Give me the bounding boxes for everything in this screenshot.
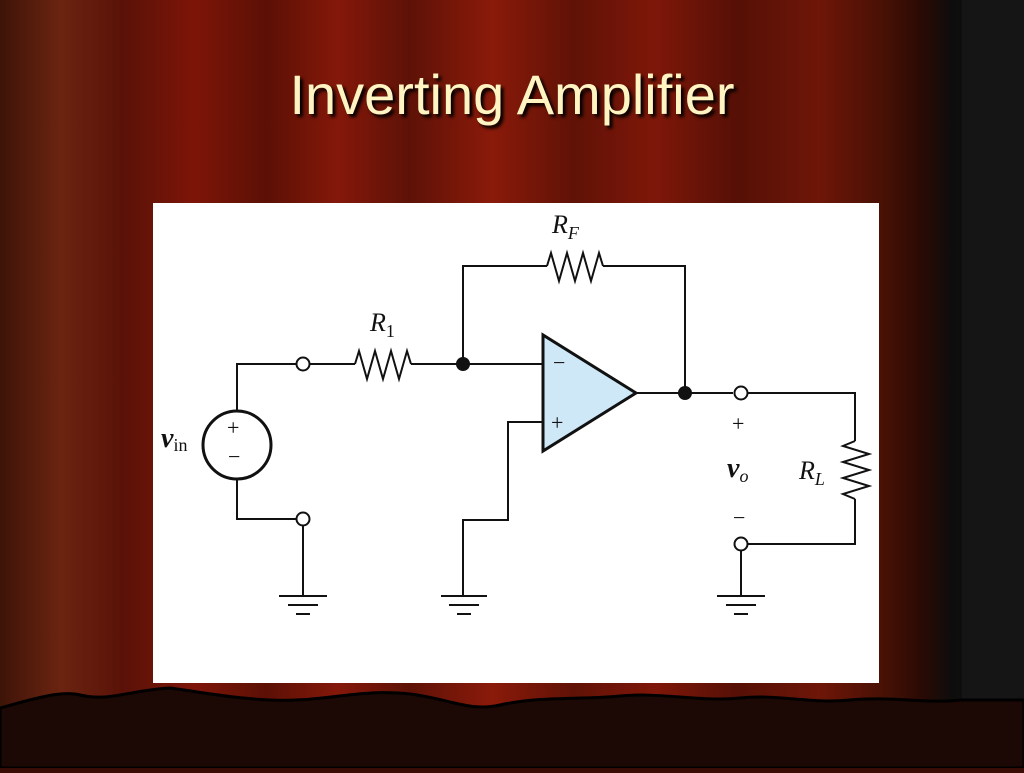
label-vo: vo	[727, 453, 748, 486]
label-vin: vin	[161, 423, 187, 455]
resistor-rf	[546, 249, 604, 285]
label-r1: R1	[369, 308, 395, 341]
junction-output-node	[678, 386, 692, 400]
output-terminal-top	[733, 385, 749, 401]
label-rf: RF	[551, 210, 580, 243]
output-minus-sign: −	[733, 505, 745, 530]
ground-symbol-left	[279, 595, 327, 615]
wire-load-return	[747, 499, 856, 545]
wire-noninverting-ground	[462, 421, 543, 595]
input-terminal-top	[295, 356, 311, 372]
slide-title: Inverting Amplifier	[289, 63, 735, 126]
resistor-r1	[354, 347, 412, 383]
ground-symbol-middle	[441, 595, 487, 615]
circuit-diagram-panel: − + + − + − RF R1 RL vin vo	[153, 203, 879, 683]
junction-inverting-node	[456, 357, 470, 371]
wire-source-top	[236, 363, 297, 415]
wire-output-load	[747, 392, 856, 441]
wire-feedback	[462, 265, 547, 364]
wire-source-bottom	[236, 475, 297, 520]
ground-symbol-right	[717, 595, 765, 615]
wire-feedback-return	[603, 265, 686, 393]
output-plus-sign: +	[732, 411, 744, 436]
resistor-rl	[839, 440, 873, 500]
voltage-source	[201, 409, 273, 481]
opamp-plus-sign: +	[551, 410, 563, 435]
output-terminal-bottom	[733, 536, 749, 552]
circuit-diagram: − + + − + − RF R1 RL vin vo	[161, 210, 873, 615]
label-rl: RL	[798, 456, 825, 489]
input-terminal-bottom	[295, 511, 311, 527]
op-amp-triangle	[541, 332, 639, 454]
source-minus-sign: −	[228, 444, 240, 469]
opamp-minus-sign: −	[553, 350, 565, 375]
source-plus-sign: +	[227, 415, 239, 440]
